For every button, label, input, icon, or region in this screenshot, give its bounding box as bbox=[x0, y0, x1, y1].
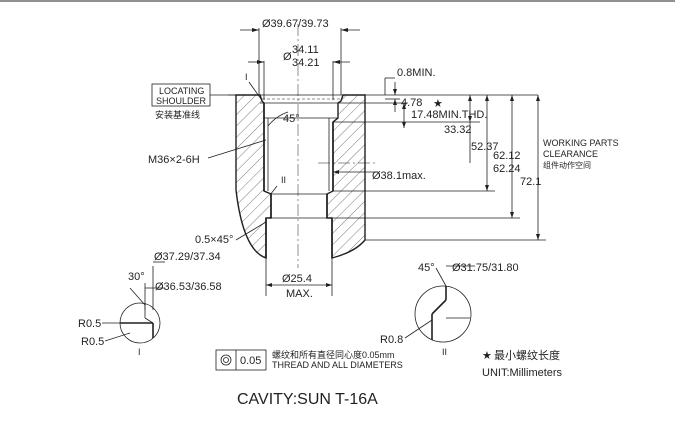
dim-478-label: 4.78 bbox=[401, 97, 422, 109]
bore-upper-label: 34.11 bbox=[292, 44, 319, 56]
clearance-cn-label: 组件动作空间 bbox=[543, 160, 591, 170]
outlet-254-label: Ø25.4 bbox=[282, 273, 312, 285]
detail-ii-label: II bbox=[442, 347, 447, 357]
bore-lower-label: 34.21 bbox=[292, 57, 320, 69]
min-thread-cn: 最小螺纹长度 bbox=[494, 348, 560, 362]
outlet-max-label: MAX. bbox=[286, 288, 313, 300]
r05a-label: R0.5 bbox=[78, 318, 101, 330]
body-right-hatch bbox=[326, 94, 366, 259]
roman-ii-label: II bbox=[281, 175, 286, 185]
d3653-label: Ø36.53/36.58 bbox=[155, 281, 222, 293]
detail-i-label: I bbox=[138, 347, 141, 357]
datum-cn-label: 安装基准线 bbox=[155, 109, 200, 120]
shoulder-label: SHOULDER bbox=[156, 96, 207, 106]
concentric-circles-icon bbox=[220, 354, 232, 366]
locating-label: LOCATING bbox=[159, 86, 204, 96]
dim-721-label: 72.1 bbox=[520, 176, 541, 188]
tol-value: 0.05 bbox=[240, 355, 261, 367]
concentricity-frame: 0.05 螺纹和所有直径同心度0.05mm THREAD AND ALL DIA… bbox=[215, 349, 403, 371]
angle45b-label: 45° bbox=[418, 262, 435, 274]
chamfer-label: 0.5×45° bbox=[195, 234, 233, 246]
working-parts-label: WORKING PARTS bbox=[543, 138, 619, 148]
detail-ii: 45° Ø31.75/31.80 R0.8 II bbox=[380, 262, 519, 357]
right-dimensions: 0.8MIN. 4.78 ★ 17.48MIN.THD. 33.32 52.37… bbox=[332, 67, 619, 241]
units-label: UNIT:Millimeters bbox=[482, 367, 563, 379]
clearance-label: CLEARANCE bbox=[543, 149, 598, 159]
tol-en-text: THREAD AND ALL DIAMETERS bbox=[272, 360, 403, 370]
angle-45-label: 45° bbox=[283, 113, 300, 125]
star-icon: ★ bbox=[482, 350, 492, 362]
dim-5237-label: 52.37 bbox=[471, 141, 499, 153]
dim-3332-label: 33.32 bbox=[444, 124, 472, 136]
detail-i: Ø37.29/37.34 Ø36.53/36.58 30° R0.5 R0.5 … bbox=[78, 251, 222, 357]
top-od-label: Ø39.67/39.73 bbox=[262, 18, 329, 30]
dim-6224-label: 62.24 bbox=[493, 163, 521, 175]
d3729-label: Ø37.29/37.34 bbox=[154, 251, 221, 263]
roman-i-label: I bbox=[245, 72, 248, 82]
angle30-label: 30° bbox=[128, 271, 145, 283]
star-mark: ★ bbox=[433, 98, 443, 110]
notes: ★ 最小螺纹长度 UNIT:Millimeters CAVITY:SUN T-1… bbox=[237, 348, 563, 408]
min-08-label: 0.8MIN. bbox=[397, 67, 436, 79]
bore-381-label: Ø38.1max. bbox=[372, 170, 426, 182]
left-labels: LOCATING SHOULDER 安装基准线 I 45° M36×2-6H I… bbox=[148, 72, 426, 246]
dim-6212-label: 62.12 bbox=[493, 150, 521, 162]
bore-symbol: Ø bbox=[283, 51, 292, 63]
d3175-label: Ø31.75/31.80 bbox=[452, 262, 519, 274]
tol-cn-text: 螺纹和所有直径同心度0.05mm bbox=[272, 349, 395, 360]
thread-spec-label: M36×2-6H bbox=[148, 154, 200, 166]
top-dimensions: Ø39.67/39.73 Ø 34.11 34.21 bbox=[240, 18, 360, 100]
min-thread-label: 17.48MIN.THD. bbox=[411, 109, 487, 121]
r05b-label: R0.5 bbox=[81, 336, 104, 348]
drawing-title: CAVITY:SUN T-16A bbox=[237, 391, 378, 408]
r08-label: R0.8 bbox=[380, 334, 403, 346]
bottom-dimensions: Ø25.4 MAX. bbox=[265, 258, 333, 300]
